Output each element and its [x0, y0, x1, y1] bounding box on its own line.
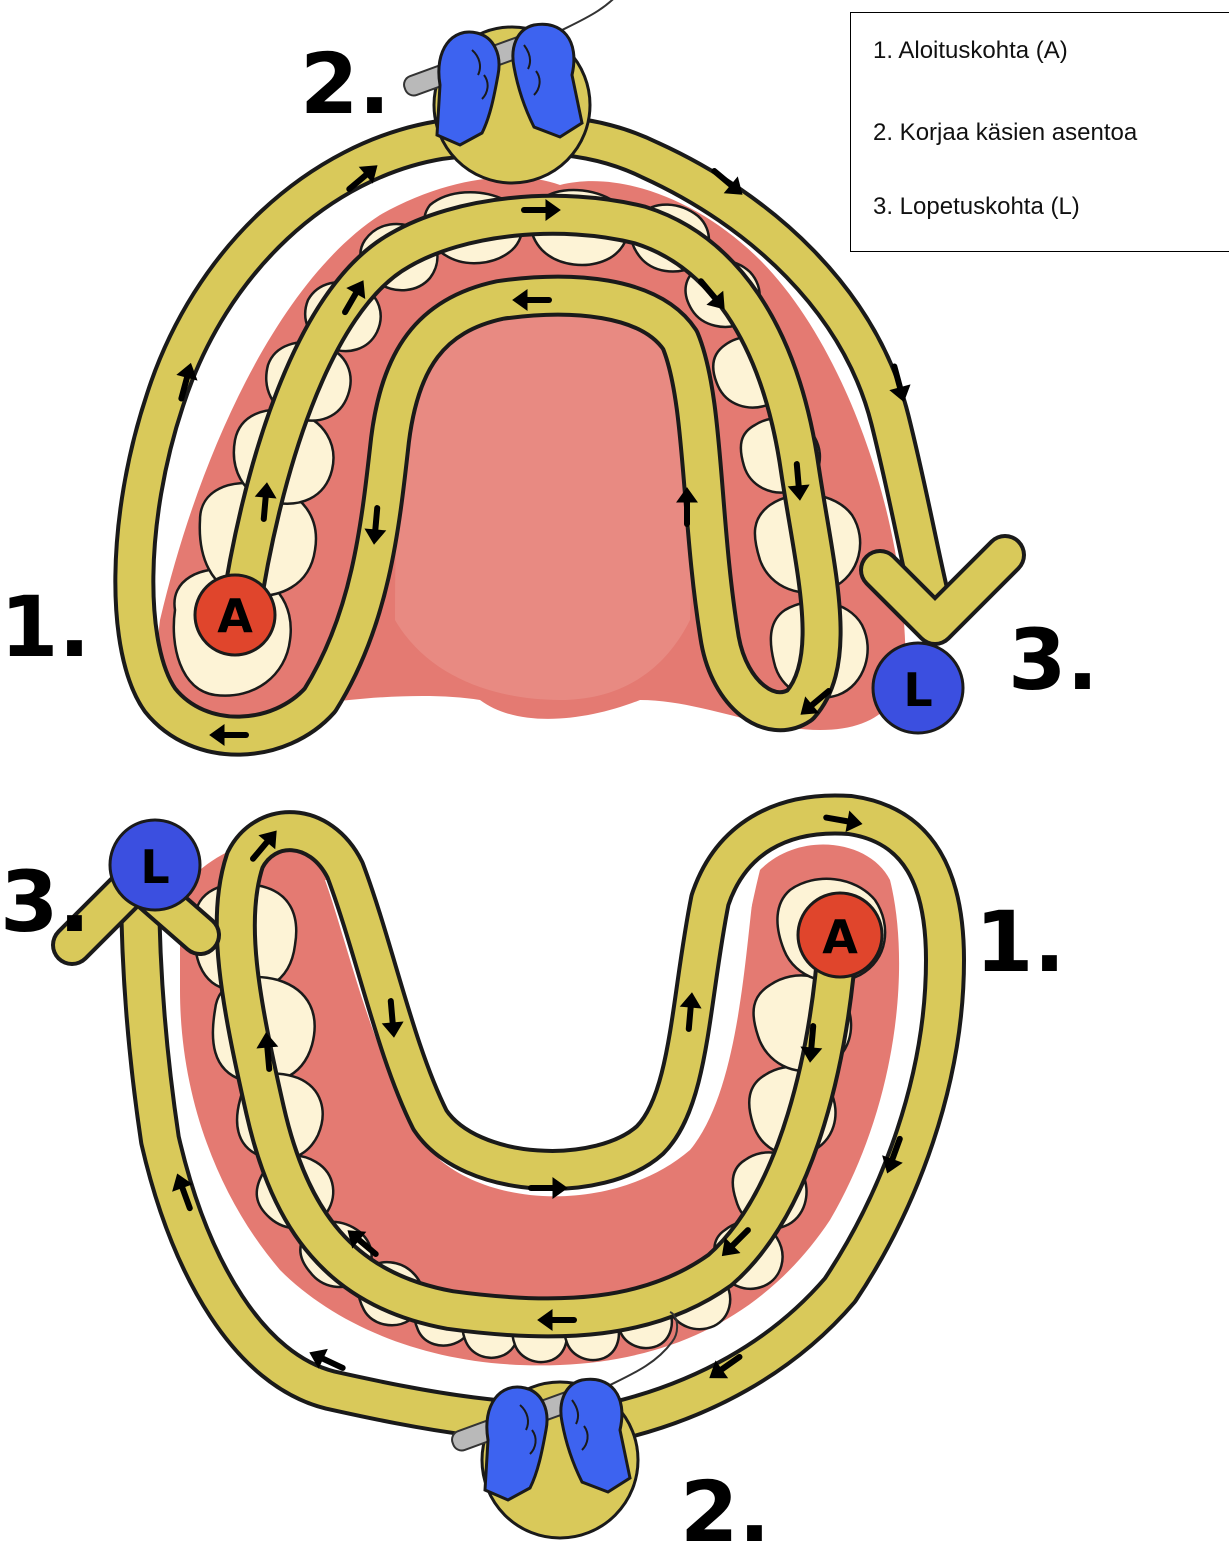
upper-end-badge: L — [873, 643, 963, 733]
upper-end-badge-label: L — [903, 663, 932, 717]
lower-step-1-label: 1. — [975, 900, 1065, 984]
upper-step-2-label: 2. — [300, 42, 390, 126]
upper-start-badge-label: A — [217, 589, 253, 643]
upper-start-badge: A — [195, 575, 275, 655]
upper-step-1-label: 1. — [0, 585, 90, 669]
lower-step-2-label: 2. — [680, 1470, 770, 1554]
lower-start-badge: A — [798, 893, 882, 977]
lower-end-badge: L — [110, 820, 200, 910]
legend-item-hand-position: 2. Korjaa käsien asentoa — [873, 119, 1137, 147]
legend-item-start: 1. Aloituskohta (A) — [873, 37, 1068, 65]
legend-box: 1. Aloituskohta (A) 2. Korjaa käsien ase… — [850, 12, 1229, 252]
legend-item-end: 3. Lopetuskohta (L) — [873, 193, 1080, 221]
upper-step-3-label: 3. — [1008, 618, 1098, 702]
lower-jaw: A L — [72, 808, 945, 1538]
lower-end-badge-label: L — [140, 840, 169, 894]
lower-start-badge-label: A — [822, 910, 858, 964]
lower-step-3-label: 3. — [0, 860, 90, 944]
